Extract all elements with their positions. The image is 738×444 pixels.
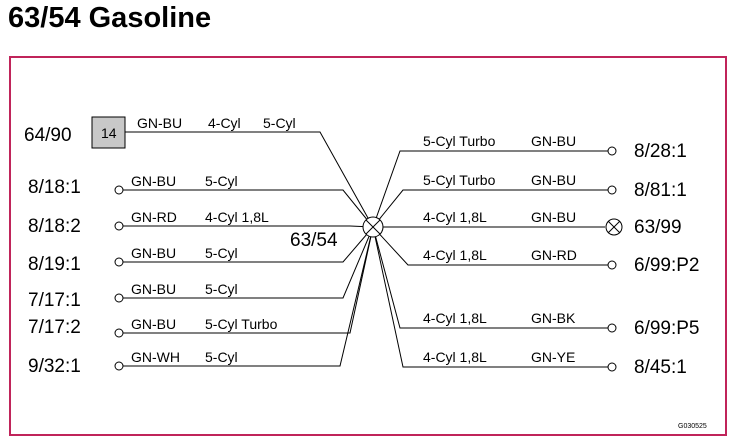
splice-label: 63/54 [290,230,338,251]
terminal-circle-icon [114,185,124,195]
wire-line [372,226,608,329]
wire-variant: 5-Cyl [263,115,296,131]
terminal-label: 8/19:1 [28,254,81,275]
wire-variant: 4-Cyl [208,115,241,131]
wire-variant: 4-Cyl 1,8L [423,349,487,365]
terminal-label: 7/17:1 [28,290,81,311]
terminal-label: 8/18:1 [28,177,81,198]
wire-color: GN-RD [531,247,577,263]
terminal-label: 8/45:1 [634,357,687,378]
terminal-label: 8/81:1 [634,180,687,201]
terminal-label: 6/99:P2 [634,255,700,276]
wire-variant: 5-Cyl [205,349,238,365]
terminal-label: 8/18:2 [28,216,81,237]
wire-color: GN-BU [531,133,576,149]
wire-variant: 5-Cyl [205,245,238,261]
terminal-circle-icon [114,221,124,231]
terminal-circle-icon [114,361,124,371]
wire-variant: 5-Cyl Turbo [423,172,496,188]
wire-color: GN-BK [531,310,576,326]
terminal-circle-icon [607,185,617,195]
wire-line [123,189,374,228]
page-title: 63/54 Gasoline [8,2,212,34]
terminal-circle-icon [114,257,124,267]
terminal-label: 9/32:1 [28,356,81,377]
wire-line [372,189,608,228]
wire-color: GN-BU [131,281,176,297]
diagram-frame [9,56,727,436]
wire-line [372,150,608,228]
wire-variant: 5-Cyl Turbo [205,316,278,332]
wire-color: GN-BU [131,316,176,332]
terminal-label: 63/99 [634,217,682,238]
terminal-label: 8/28:1 [634,141,687,162]
wire-color: GN-BU [131,173,176,189]
wire-line [123,226,374,334]
wire-line [123,226,374,367]
wire-line [372,226,608,266]
wire-color: GN-BU [531,172,576,188]
terminal-circle-icon [607,146,617,156]
wire-variant: 5-Cyl [205,281,238,297]
terminal-label: 6/99:P5 [634,318,700,339]
wire-variant: 5-Cyl Turbo [423,133,496,149]
wire-color: GN-BU [531,209,576,225]
figure-code: G030525 [678,423,707,430]
terminal-circle-icon [607,260,617,270]
terminal-circle-icon [607,362,617,372]
wire-color: GN-RD [131,209,177,225]
wire-variant: 4-Cyl 1,8L [423,209,487,225]
terminal-circle-icon [607,323,617,333]
lamp-icon [605,218,623,236]
wire-color: GN-BU [131,245,176,261]
wire-line [123,226,374,299]
wire-variant: 5-Cyl [205,173,238,189]
wire-variant: 4-Cyl 1,8L [423,247,487,263]
wire-line [125,131,374,228]
wire-color: GN-WH [131,349,180,365]
wire-line [123,225,374,228]
wire-line [372,226,608,368]
wire-variant: 4-Cyl 1,8L [205,209,269,225]
connector-block [91,116,126,149]
wire-color: GN-BU [137,115,182,131]
wire-variant: 4-Cyl 1,8L [423,310,487,326]
terminal-circle-icon [114,328,124,338]
splice-icon [362,216,384,238]
wire-line [123,226,374,263]
connector-pin: 14 [101,125,117,141]
terminal-label: 7/17:2 [28,317,81,338]
wire-color: GN-YE [531,349,575,365]
terminal-circle-icon [114,293,124,303]
terminal-64-90: 64/90 [24,125,72,146]
